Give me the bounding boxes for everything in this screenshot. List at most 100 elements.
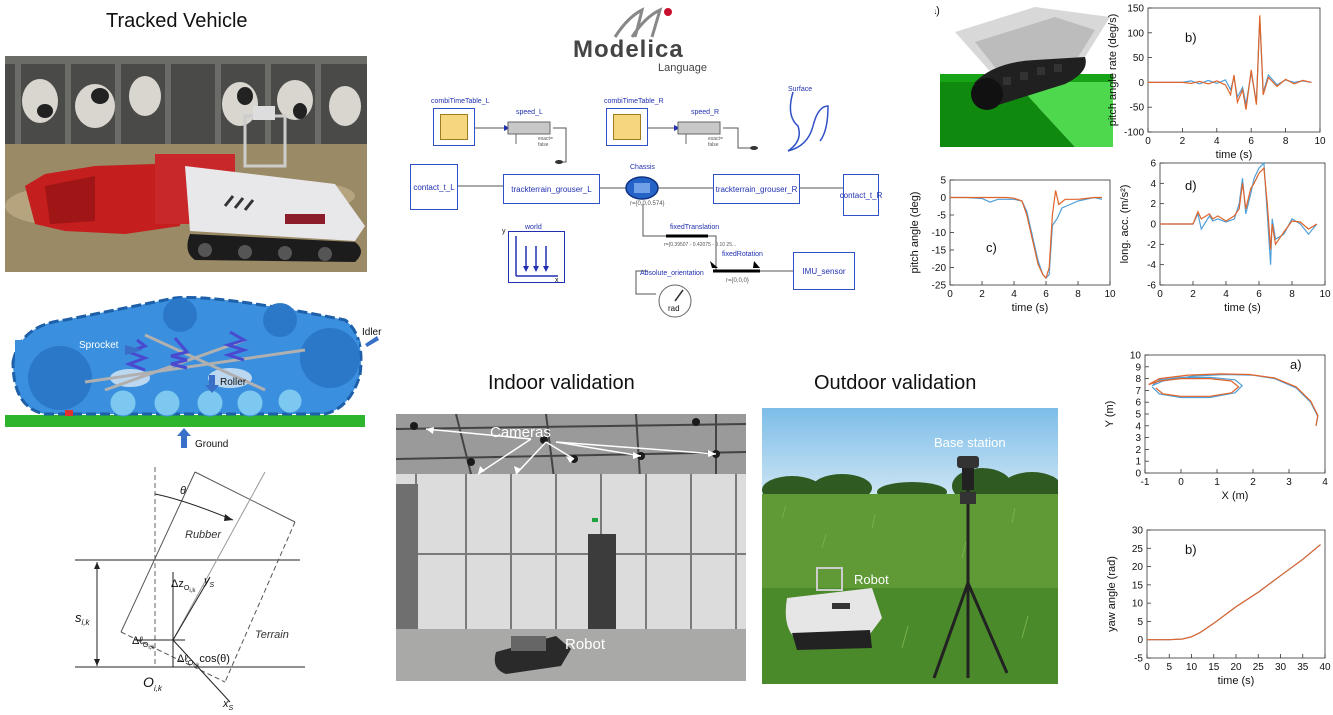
series-line xyxy=(1148,15,1312,110)
plot-area xyxy=(1146,529,1326,659)
y-axis-label: long. acc. (m/s²) xyxy=(1120,185,1131,264)
y-axis-label: pitch angle (deg) xyxy=(909,192,921,274)
x-tick-label: 4 xyxy=(1322,477,1328,488)
x-tick-label: 2 xyxy=(1180,136,1186,147)
imu-sensor-block: IMU_sensor xyxy=(793,252,855,290)
y-tick-label: 150 xyxy=(1127,4,1144,15)
x-axis-label: time (s) xyxy=(1218,675,1255,687)
y-tick-label: -5 xyxy=(937,211,946,222)
plot-area xyxy=(1144,354,1326,474)
x-tick-label: 4 xyxy=(1011,289,1017,300)
x-tick-label: 10 xyxy=(1319,289,1331,300)
y-tick-label: 10 xyxy=(1132,599,1144,610)
modelica-diagram: rad combiTimeTable_L combiTimeTable_R sp… xyxy=(408,86,882,328)
combi-table-l-label: combiTimeTable_L xyxy=(431,98,490,105)
x-tick-label: 4 xyxy=(1214,136,1220,147)
y-tick-label: 6 xyxy=(1150,159,1156,170)
y-tick-label: 0 xyxy=(1137,635,1143,646)
x-tick-label: 2 xyxy=(979,289,985,300)
y-tick-label: 9 xyxy=(1135,362,1141,373)
fixed-rotation-label: fixedRotation xyxy=(722,251,763,258)
speed-l-label: speed_L xyxy=(516,109,543,116)
panel-b1-label: b) xyxy=(1185,30,1197,45)
y-tick-label: 10 xyxy=(1130,351,1142,362)
s-ik-label: si,k xyxy=(75,610,91,627)
y-tick-label: 6 xyxy=(1135,398,1141,409)
panel-c1-label: c) xyxy=(986,240,997,255)
modelica-logo-text: Modelica xyxy=(573,36,684,63)
ground-label: Ground xyxy=(195,439,228,450)
y-tick-label: 2 xyxy=(1150,199,1156,210)
panel-a2-label: a) xyxy=(1290,357,1302,372)
indoor-validation-photo xyxy=(396,414,746,681)
x-axis-label: time (s) xyxy=(1224,302,1261,314)
combi-table-l-block xyxy=(433,108,475,146)
y-tick-label: 0 xyxy=(1135,469,1141,480)
outdoor-robot-label: Robot xyxy=(854,572,889,587)
world-y-axis: y xyxy=(502,228,506,235)
fixed-translation-label: fixedTranslation xyxy=(670,224,720,231)
x-tick-label: 8 xyxy=(1289,289,1295,300)
y-tick-label: 4 xyxy=(1150,179,1156,190)
outdoor-validation-title: Outdoor validation xyxy=(814,372,977,394)
x-tick-label: 8 xyxy=(1283,136,1289,147)
world-label: world xyxy=(525,224,542,231)
y-tick-label: 1 xyxy=(1135,457,1141,468)
surface-label: Surface xyxy=(788,86,813,93)
absolute-orientation-label: Absolute_orientation xyxy=(640,270,704,277)
y-tick-label: 5 xyxy=(1137,617,1143,628)
y-tick-label: -6 xyxy=(1147,281,1156,292)
y-tick-label: 30 xyxy=(1132,526,1144,537)
series-line xyxy=(950,196,1103,279)
o-ik-label: Oi,k xyxy=(143,674,163,693)
sprocket-label: Sprocket xyxy=(79,340,119,351)
x-tick-label: 1 xyxy=(1214,477,1220,488)
y-tick-label: -4 xyxy=(1147,260,1156,271)
x-tick-label: 6 xyxy=(1043,289,1049,300)
plot-area xyxy=(1147,7,1321,133)
world-block xyxy=(508,231,565,283)
x-tick-label: 0 xyxy=(1144,662,1150,673)
y-tick-label: -50 xyxy=(1130,103,1145,114)
y-tick-label: 0 xyxy=(940,193,946,204)
y-tick-label: 0 xyxy=(1138,78,1144,89)
y-tick-label: -10 xyxy=(932,228,947,239)
sprocket-wheel xyxy=(28,346,92,410)
tracked-vehicle-title: Tracked Vehicle xyxy=(106,10,248,32)
x-tick-label: 5 xyxy=(1166,662,1172,673)
idler-wheel xyxy=(300,328,360,388)
x-axis-label: time (s) xyxy=(1216,149,1253,161)
panel-d1-label: d) xyxy=(1185,178,1197,193)
base-station-label: Base station xyxy=(934,435,1006,450)
y-tick-label: 20 xyxy=(1132,562,1144,573)
x-tick-label: 35 xyxy=(1297,662,1309,673)
y-axis-label: pitch angle rate (deg/s) xyxy=(1107,14,1119,127)
fixed-rotation-r: r={0,0,0} xyxy=(726,278,749,284)
speed-r-label: speed_R xyxy=(691,109,720,116)
y-s-label: yS xyxy=(203,575,215,589)
x-tick-label: 0 xyxy=(1145,136,1151,147)
series-line xyxy=(1148,17,1312,105)
combi-table-r-block xyxy=(606,108,648,146)
y-tick-label: -25 xyxy=(932,281,947,292)
tracked-vehicle-illustration xyxy=(5,56,367,272)
series-line xyxy=(1160,166,1318,250)
y-tick-label: 25 xyxy=(1132,544,1144,555)
combi-table-r-label: combiTimeTable_R xyxy=(604,98,664,105)
y-tick-label: 2 xyxy=(1135,445,1141,456)
rubber-label: Rubber xyxy=(185,529,222,541)
y-tick-label: 3 xyxy=(1135,433,1141,444)
roller-label: Roller xyxy=(220,377,247,388)
x-tick-label: 30 xyxy=(1275,662,1287,673)
track-diagram: Sprocket Idler Roller Ground xyxy=(5,290,390,452)
x-tick-label: 20 xyxy=(1230,662,1242,673)
series-line xyxy=(1147,544,1321,641)
trackterrain-grouser-l-block: trackterrain_grouser_L xyxy=(503,174,600,204)
x-axis-label: time (s) xyxy=(1012,302,1049,314)
tracked-vehicle-photo xyxy=(5,56,367,272)
modelica-logo-mark: Modelica Language xyxy=(573,7,707,74)
